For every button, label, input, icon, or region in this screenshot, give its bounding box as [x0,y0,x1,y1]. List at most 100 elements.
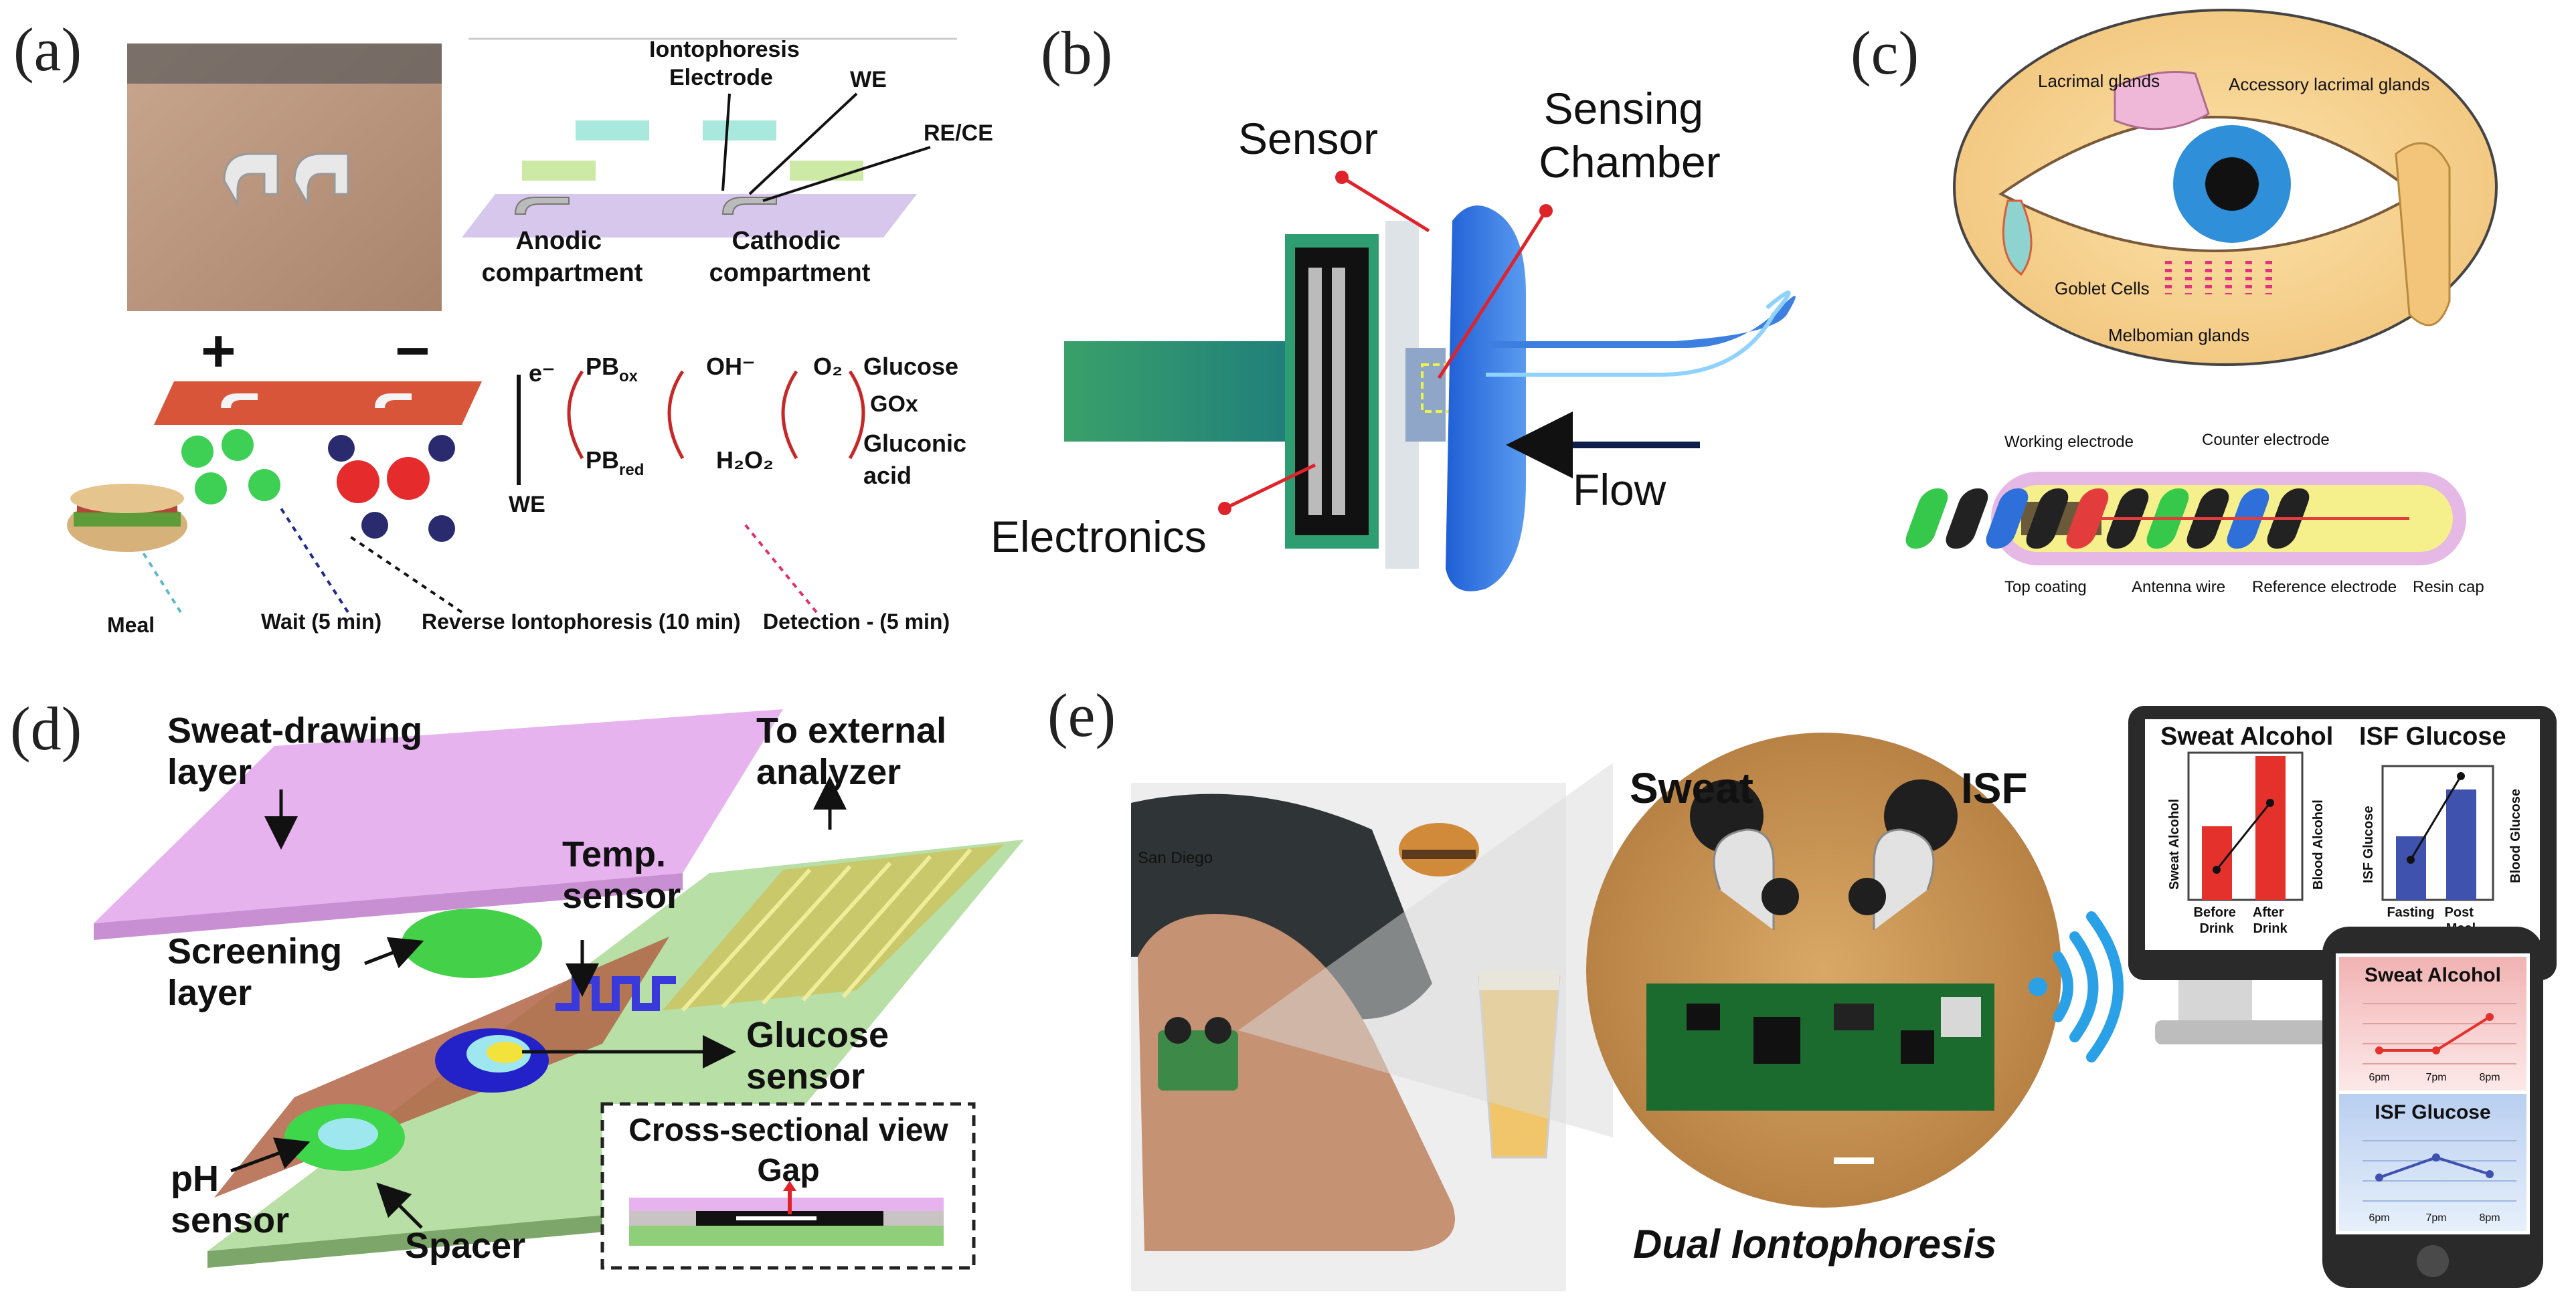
top-coating-label: Top coating [2004,578,2087,596]
sweat-drawing-layer [94,709,783,923]
arm-photo-shadow [127,43,442,84]
cross-section-label: Cross-sectional view [628,1113,948,1148]
pcb-components [1687,997,1981,1064]
phone-glucose-point [2375,1174,2383,1182]
ph-arrow [230,1137,311,1173]
lacrimal-label: Lacrimal glands [2038,71,2160,91]
panel-a: (a) Iontophoresis Electrode WE RE/CE Ano… [13,15,993,637]
gox-label: GOx [870,391,918,417]
pointer-dot [1539,204,1553,217]
chamber-pointer [1437,209,1548,379]
substrate-layer [462,194,917,238]
glucose-bar-postmeal [2446,789,2476,900]
phone-time: 7pm [2425,1212,2446,1224]
meibomian-label: Melbomian glands [2108,325,2249,345]
glucose-point [2407,856,2415,864]
h2o2-label: H₂O₂ [716,446,774,474]
trace-lines [681,848,972,1012]
phone-time: 8pm [2479,1212,2500,1224]
nasal-duct [2395,142,2451,326]
screening-layer [402,909,542,978]
detection-arrow [742,521,818,614]
phone-time: 8pm [2479,1072,2500,1083]
glucose-trend-line [2409,775,2462,860]
screening-label: Screening layer [167,931,352,1013]
phone-glucose-point [2432,1153,2440,1161]
glucose-point [2457,772,2465,780]
electron-label: e⁻ [529,359,555,387]
oh-label: OH⁻ [706,353,755,380]
arm [1138,914,1455,1251]
redox-arc [781,370,798,460]
dual-iontophoresis-label: Dual Iontophoresis [1633,1222,1996,1267]
phone-alcohol-title: Sweat Alcohol [2365,964,2501,986]
sweat-drawing-edge [94,873,683,940]
wait-arrow [280,507,349,614]
ph-sensor-inner [318,1118,378,1150]
sweat-label: Sweat [1630,764,1753,812]
counter-electrode-label: Counter electrode [2202,431,2330,449]
iontophoresis-label: Iontophoresis Electrode [649,37,806,90]
lacrimal-gland [2114,71,2210,130]
sensor-chip [1405,348,1446,442]
panel-e: (e) San Diego Sweat ISF [1047,681,2557,1291]
monitor-alcohol-title: Sweat Alcohol [2160,723,2333,751]
phone-alcohol-grid [2363,1003,2516,1064]
channel-highlight [1486,290,1791,377]
resin-cap-label: Resin cap [2413,578,2484,596]
strip-electrode [221,393,258,408]
panda-electrode-left [1713,828,1775,930]
inset-layer-bottom [629,1226,944,1246]
cathodic-electrode [721,197,777,215]
glucose-cat-fasting: Fasting [2387,905,2434,920]
phone-glucose-title: ISF Glucose [2375,1101,2490,1123]
alcohol-bar-before [2202,826,2232,900]
tattoo-electrode-left [223,153,279,208]
meibomian-glands [2165,261,2272,294]
meal-label: Meal [107,613,155,637]
anodic-label: Anodic compartment [482,227,643,287]
phone-alcohol-point [2432,1046,2440,1054]
reference-electrode-label: Reference electrode [2252,578,2397,596]
glucose-label: Glucose [863,353,958,380]
pupil [2205,157,2259,211]
o2-label: O₂ [813,353,843,380]
anodic-electrode [514,197,570,215]
phone-time: 7pm [2425,1072,2446,1083]
reverse-label: Reverse Iontophoresis (10 min) [422,610,741,634]
we-label: WE [850,67,887,92]
burger-patty [1402,850,1476,859]
panel-b: (b) Sensor Sensing Chamber Electronics F… [991,19,1796,591]
device-channel [1486,296,1796,348]
glucose-bar-fasting [2396,836,2426,900]
sandwich-image [67,484,187,552]
sensor-label: Sensor [1238,114,1378,163]
electronics-label: Electronics [991,512,1207,561]
patch-strip [154,381,482,425]
isf-label: ISF [1961,764,2028,812]
panda-electrode-right [1873,828,1935,930]
layer-tile [790,161,863,181]
iontophoresis-pointer [721,93,731,191]
strip-electrode [375,393,412,408]
panel-d: (d) Sweat-drawing layer To external [10,694,1024,1270]
arm-patch [1158,1030,1238,1091]
alcohol-chart-frame [2187,751,2304,901]
alcohol-cat-after: After Drink [2253,905,2288,936]
detection-label: Detection - (5 min) [763,610,950,634]
alcohol-bar-after [2255,756,2286,900]
layer-tile [522,161,596,181]
glucose-ylabel-left: ISF Glucose [2361,806,2376,883]
scale-bar [1834,1157,1874,1164]
plus-sign: + [201,318,236,385]
device-cover [1446,205,1526,591]
wait-label: Wait (5 min) [261,610,381,634]
pointer-dot [1218,502,1231,515]
shirt-text: San Diego [1138,849,1213,867]
arm-photo [127,43,442,311]
layer-tile [576,120,649,141]
alcohol-trend-line [2215,802,2271,870]
cathodic-label: Cathodic compartment [709,227,871,287]
alcohol-ylabel-left: Sweat Alcohol [2167,799,2182,890]
phone-alcohol-point [2486,1013,2494,1021]
